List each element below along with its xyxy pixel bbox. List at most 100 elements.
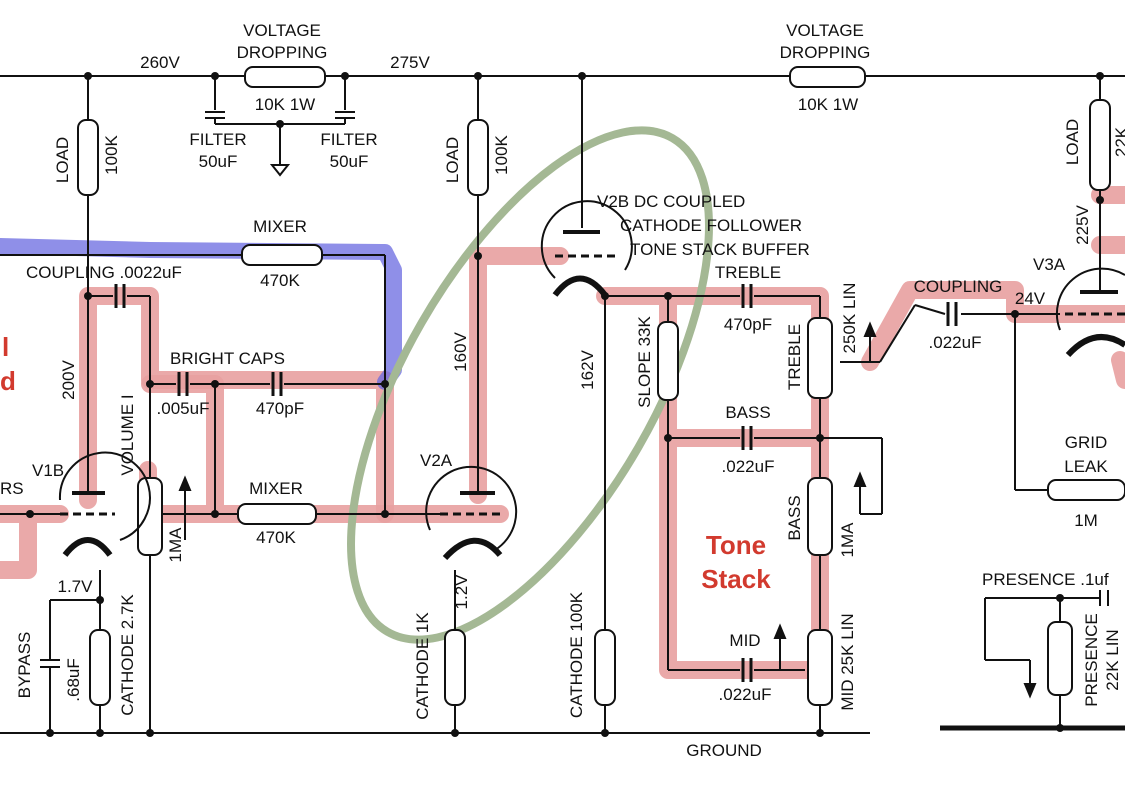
load1-label: LOAD bbox=[53, 137, 72, 183]
treble-cap-value: 470pF bbox=[724, 315, 772, 334]
load2-value: 100K bbox=[492, 134, 511, 174]
mixer-bottom-label: MIXER bbox=[249, 479, 303, 498]
load1-value: 100K bbox=[102, 134, 121, 174]
v3a-label: V3A bbox=[1033, 255, 1066, 274]
coupling2-value: .022uF bbox=[929, 333, 982, 352]
cathode3-label: CATHODE 100K bbox=[567, 591, 586, 718]
volume-label: VOLUME I bbox=[118, 394, 137, 475]
load-resistor-2 bbox=[467, 119, 489, 196]
voltage-162: 162V bbox=[578, 349, 597, 389]
resistors bbox=[77, 66, 1125, 706]
cathode-resistor-1 bbox=[89, 629, 111, 706]
v2b-desc-2: CATHODE FOLLOWER bbox=[620, 216, 802, 235]
vd2-title2: DROPPING bbox=[780, 43, 871, 62]
mixer-resistor-top bbox=[241, 244, 323, 266]
junction-dots bbox=[26, 72, 1104, 737]
treble-cap-label: TREBLE bbox=[715, 263, 781, 282]
green-buffer-ellipse bbox=[347, 126, 713, 644]
text-labels: VOLTAGE DROPPING 10K 1W VOLTAGE DROPPING… bbox=[0, 21, 1125, 760]
circuit-wires bbox=[0, 75, 1125, 734]
voltage-1-7: 1.7V bbox=[58, 577, 94, 596]
mixer-top-label: MIXER bbox=[253, 217, 307, 236]
tube-v2a bbox=[425, 465, 518, 561]
mid-cap-label: MID bbox=[729, 631, 760, 650]
vd1-title: VOLTAGE bbox=[243, 21, 321, 40]
tone-stack-label-2: Stack bbox=[701, 564, 771, 594]
mixer-bottom-value: 470K bbox=[256, 528, 296, 547]
bass-pot-label: BASS bbox=[785, 495, 804, 540]
treble-pot bbox=[807, 317, 833, 399]
vd2-title: VOLTAGE bbox=[786, 21, 864, 40]
coupling1-label: COUPLING .0022uF bbox=[26, 263, 182, 282]
presence-pot-value: 22K LIN bbox=[1103, 629, 1122, 690]
grid-leak-value: 1M bbox=[1074, 511, 1098, 530]
pot-wiper-arrows bbox=[162, 321, 1037, 699]
volume-value: 1MA bbox=[166, 527, 185, 563]
voltage-275: 275V bbox=[390, 53, 430, 72]
voltage-225: 225V bbox=[1073, 204, 1092, 244]
slope-label: SLOPE 33K bbox=[635, 316, 654, 408]
filter1-value: 50uF bbox=[199, 152, 238, 171]
mid-cap-value: .022uF bbox=[719, 685, 772, 704]
cathode1-label: CATHODE 2.7K bbox=[118, 594, 137, 716]
load3-label: LOAD bbox=[1063, 119, 1082, 165]
bright-cap1-value: .005uF bbox=[157, 399, 210, 418]
bright-cap2-value: 470pF bbox=[256, 399, 304, 418]
grid-leak-label-2: LEAK bbox=[1064, 457, 1108, 476]
mid-pot-label: MID 25K LIN bbox=[838, 613, 857, 710]
voltage-200: 200V bbox=[59, 359, 78, 399]
presence-pot bbox=[1047, 621, 1073, 696]
load3-value: 22K bbox=[1112, 126, 1125, 157]
load-resistor-3 bbox=[1089, 99, 1111, 191]
tube-v2b bbox=[540, 200, 633, 297]
voltage-260: 260V bbox=[140, 53, 180, 72]
v2b-desc-1: V2B DC COUPLED bbox=[597, 192, 745, 211]
bass-cap-label: BASS bbox=[725, 403, 770, 422]
vd1-title2: DROPPING bbox=[237, 43, 328, 62]
slope-resistor bbox=[657, 321, 679, 401]
vd1-value: 10K 1W bbox=[255, 95, 315, 114]
edge-label-rs: RS bbox=[0, 479, 24, 498]
coupling2-label: COUPLING bbox=[914, 277, 1003, 296]
ground-label: GROUND bbox=[686, 741, 762, 760]
filter2-label: FILTER bbox=[320, 130, 377, 149]
v1b-label: V1B bbox=[32, 461, 64, 480]
mixer-resistor-bottom bbox=[237, 503, 317, 525]
mid-pot bbox=[807, 629, 833, 706]
bass-cap-value: .022uF bbox=[722, 457, 775, 476]
treble-pot-value: 250K LIN bbox=[840, 283, 859, 354]
voltage-dropping-resistor-1 bbox=[244, 66, 326, 88]
voltage-1-2: 1.2V bbox=[452, 574, 471, 610]
edge-label-top: l bbox=[2, 332, 9, 362]
bass-pot bbox=[807, 477, 833, 556]
filter1-label: FILTER bbox=[189, 130, 246, 149]
volume-pot bbox=[137, 477, 163, 556]
cathode-resistor-3 bbox=[594, 629, 616, 706]
grid-leak-label-1: GRID bbox=[1065, 433, 1108, 452]
bypass-label: BYPASS bbox=[15, 632, 34, 699]
vd2-value: 10K 1W bbox=[798, 95, 858, 114]
load-resistor-1 bbox=[77, 119, 99, 196]
bright-caps-label: BRIGHT CAPS bbox=[170, 349, 285, 368]
v2a-label: V2A bbox=[420, 451, 453, 470]
treble-pot-label: TREBLE bbox=[785, 324, 804, 390]
cathode2-label: CATHODE 1K bbox=[413, 612, 432, 720]
grid-leak-resistor bbox=[1047, 479, 1125, 501]
bypass-value: .68uF bbox=[64, 658, 83, 701]
tone-stack-label-1: Tone bbox=[706, 530, 766, 560]
filter2-value: 50uF bbox=[330, 152, 369, 171]
load2-label: LOAD bbox=[443, 137, 462, 183]
bass-pot-value: 1MA bbox=[838, 522, 857, 558]
voltage-dropping-resistor-2 bbox=[789, 66, 866, 88]
edge-label-bottom: d bbox=[0, 366, 16, 396]
mixer-top-value: 470K bbox=[260, 271, 300, 290]
v2b-desc-3: TONE STACK BUFFER bbox=[630, 240, 810, 259]
capacitors bbox=[114, 284, 958, 682]
tube-v1b bbox=[58, 451, 151, 557]
presence-pot-label: PRESENCE bbox=[1082, 613, 1101, 707]
tube-v3a bbox=[1055, 267, 1125, 358]
voltage-24: 24V bbox=[1015, 289, 1046, 308]
presence-cap-label: PRESENCE .1uf bbox=[982, 570, 1109, 589]
